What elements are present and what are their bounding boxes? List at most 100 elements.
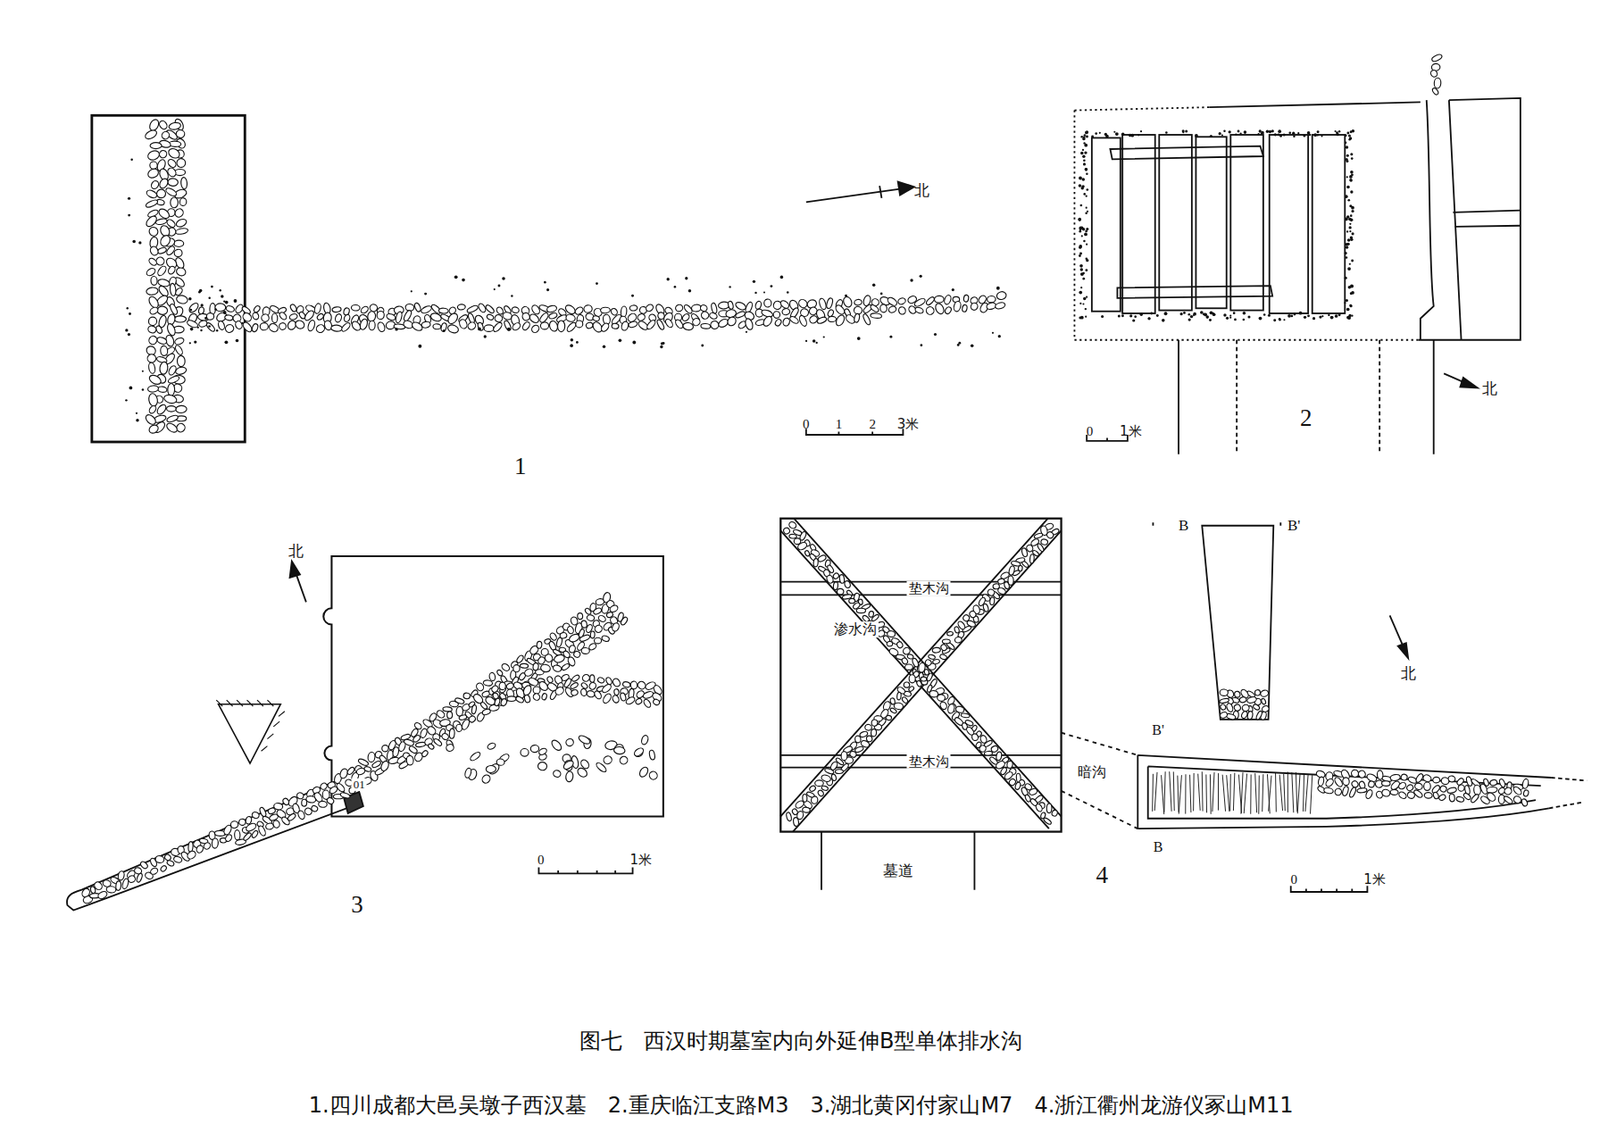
stone xyxy=(1433,776,1441,784)
stone xyxy=(552,769,563,779)
stone xyxy=(536,641,542,649)
soil-dot xyxy=(1188,318,1192,322)
stone xyxy=(590,675,595,684)
soil-dot xyxy=(752,280,756,284)
soil-dot xyxy=(970,344,975,349)
soil-dot xyxy=(1346,175,1349,178)
stone xyxy=(1381,780,1391,786)
stone xyxy=(939,653,948,661)
soil-dot xyxy=(214,308,217,310)
stone xyxy=(273,802,284,811)
stone xyxy=(540,663,551,673)
soil-dot xyxy=(424,292,427,296)
stone xyxy=(841,295,854,309)
stone xyxy=(1219,689,1229,697)
soil-dot xyxy=(1082,277,1085,281)
scale-unit: 3米 xyxy=(897,416,920,433)
stone xyxy=(1414,782,1424,791)
stone xyxy=(513,665,520,673)
stone xyxy=(157,278,171,288)
soil-dot xyxy=(225,340,229,344)
soil-dot xyxy=(998,334,1001,338)
soil-dot xyxy=(1351,232,1355,235)
stone xyxy=(427,742,435,750)
stone xyxy=(994,301,1007,310)
soil-dot xyxy=(1085,172,1088,175)
soil-dot xyxy=(1078,217,1082,221)
stone xyxy=(156,335,168,345)
stone xyxy=(166,859,175,867)
stone xyxy=(466,304,479,314)
soil-dot xyxy=(1267,314,1271,317)
soil-dot xyxy=(1184,130,1188,134)
soil-dot xyxy=(1345,159,1349,163)
stone xyxy=(638,766,650,779)
stone xyxy=(1447,775,1456,783)
soil-dot xyxy=(1132,318,1135,322)
stone xyxy=(571,674,581,683)
soil-dot xyxy=(1346,230,1349,233)
stone xyxy=(995,751,1002,761)
soil-dot xyxy=(128,312,132,316)
soil-dot xyxy=(1278,317,1282,321)
stone xyxy=(869,303,880,314)
scale-number: 0 xyxy=(537,852,545,868)
soil-dot xyxy=(1350,152,1353,156)
stone xyxy=(578,633,591,643)
stone xyxy=(1233,691,1241,698)
wood-grain xyxy=(1205,774,1208,813)
soil-dot xyxy=(1085,227,1089,231)
soil-dot xyxy=(1350,304,1353,308)
soil-dot xyxy=(1318,315,1322,318)
stone xyxy=(597,614,607,624)
stone xyxy=(1365,789,1375,800)
stone xyxy=(816,789,825,798)
stone xyxy=(594,761,608,774)
illustration xyxy=(66,98,1587,911)
stone xyxy=(946,631,953,636)
stone xyxy=(1439,784,1448,793)
stone xyxy=(761,315,774,328)
stone xyxy=(166,375,180,385)
soil-dot xyxy=(1084,131,1089,135)
north-label: 北 xyxy=(288,542,304,560)
stone xyxy=(149,245,160,258)
soil-dot xyxy=(127,197,131,200)
stone xyxy=(648,769,659,781)
stone xyxy=(592,690,602,701)
stone xyxy=(157,306,168,316)
soil-dot xyxy=(1349,204,1352,208)
stone xyxy=(216,320,225,332)
stone xyxy=(969,301,979,311)
soil-dot xyxy=(631,294,634,298)
soil-dot xyxy=(1085,243,1088,246)
stone xyxy=(792,816,800,826)
soil-dot xyxy=(1344,141,1348,144)
figure-two xyxy=(1195,136,1226,309)
stone xyxy=(165,186,178,198)
soil-dot xyxy=(1180,312,1184,316)
stone xyxy=(202,841,212,850)
soil-dot xyxy=(200,329,202,332)
soil-dot xyxy=(857,336,861,341)
stone xyxy=(941,639,950,644)
wood-grain xyxy=(1209,774,1212,814)
soil-dot xyxy=(1085,188,1089,192)
stone xyxy=(175,217,188,229)
stone xyxy=(782,308,792,316)
soil-dot xyxy=(1347,266,1351,271)
wood-grain xyxy=(1255,773,1258,813)
soil-dot xyxy=(1297,132,1300,134)
stone xyxy=(546,304,559,314)
soil-dot xyxy=(1346,308,1350,312)
stone xyxy=(155,403,168,417)
passage-label: 墓道 xyxy=(881,862,916,880)
soil-dot xyxy=(1307,131,1311,135)
soil-dot xyxy=(1287,314,1292,318)
stone xyxy=(166,322,177,337)
stone xyxy=(1429,68,1439,78)
soil-dot xyxy=(1121,133,1125,137)
figure-two xyxy=(1269,134,1309,314)
soil-dot xyxy=(1077,217,1082,222)
soil-dot xyxy=(889,335,892,339)
